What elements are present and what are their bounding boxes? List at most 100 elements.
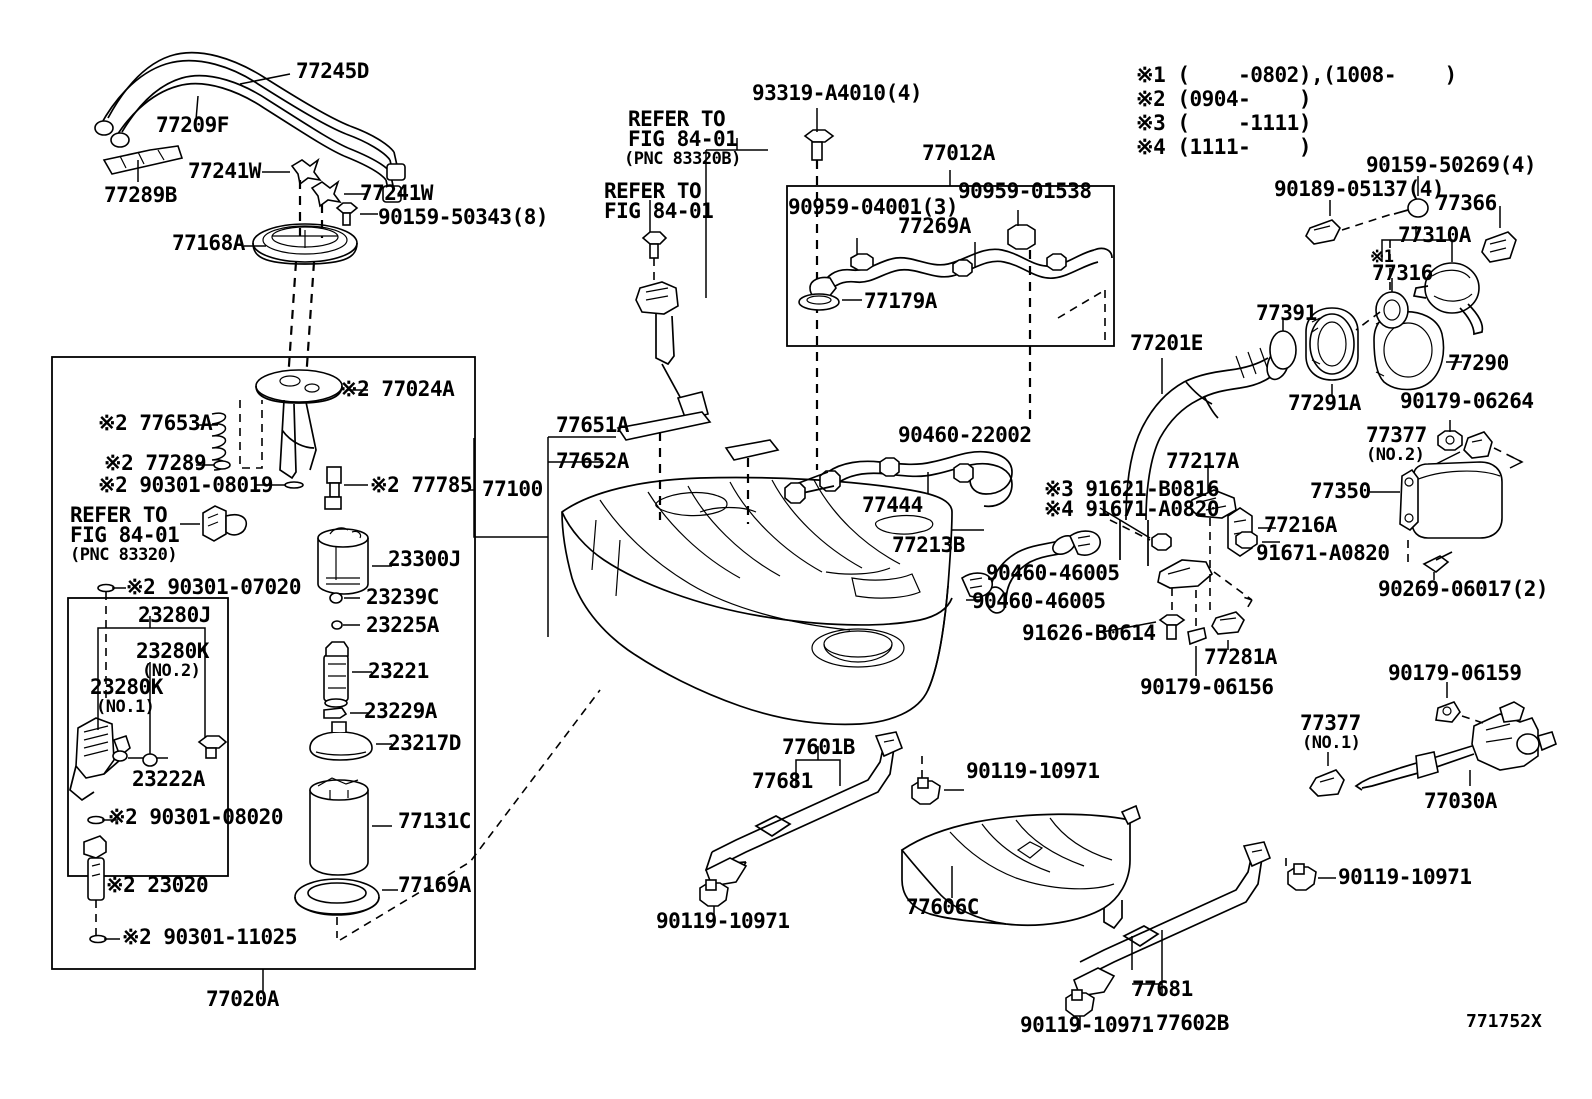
label-90179-06156: 90179-06156 [1140,675,1274,699]
diagram-code: 771752X [1466,1011,1542,1032]
label-90159-50343: 90159-50343(8) [378,205,549,229]
label-23221: 23221 [368,659,429,683]
label-90119-10971-b: 90119-10971 [656,909,790,933]
tank-strap-77602b-art [1072,841,1272,997]
label-77241w-upper: 77241W [188,159,261,183]
refer-part-83320-art [202,505,248,542]
label-23225a: 23225A [366,613,439,637]
label-x2-77024a: ※2 77024A [340,377,455,401]
label-23222a: 23222A [132,767,205,791]
label-23300j: 23300J [388,547,461,571]
label-77169a: 77169A [398,873,471,897]
fuel-tank-art [561,476,953,726]
label-77201e: 77201E [1130,331,1203,355]
label-77131c: 77131C [398,809,471,833]
label-90460-46005-upper: 90460-46005 [986,561,1120,585]
label-x3-91621-b0816: ※3 91621-B0816 [1044,477,1219,501]
label-x4-91671-a0820: ※4 91671-A0820 [1044,497,1219,521]
label-77289b: 77289B [104,183,177,207]
label-77366: 77366 [1436,191,1497,215]
retainer-ring-77168a-art [252,223,358,265]
fuel-pump-23221-art [323,641,349,708]
fuel-sender-23280k-art [69,717,131,802]
label-77377-no1: 77377 [1300,711,1361,735]
label-refer-fig84-01-b-line1: REFER TO [628,107,726,131]
label-23217d: 23217D [388,731,461,755]
label-90460-46005-lower: 90460-46005 [972,589,1106,613]
label-77681-upper: 77681 [752,769,813,793]
label-refer-fig84-01-b-pnc: (PNC 83320B) [624,149,741,169]
label-refer-fig84-01-a-line1: REFER TO [70,503,168,527]
label-90959-01538: 90959-01538 [958,179,1092,203]
label-90189-05137: 90189-05137(4) [1274,177,1445,201]
label-77020a: 77020A [206,987,279,1011]
sensor-23020-art [83,835,107,901]
label-refer-fig84-01-c-line2: FIG 84-01 [604,199,714,223]
label-90119-10971-d: 90119-10971 [1020,1013,1154,1037]
label-77651a: 77651A [556,413,629,437]
label-x2-90301-08019: ※2 90301-08019 [98,473,273,497]
label-77030a: 77030A [1424,789,1497,813]
label-refer-fig84-01-b-line2: FIG 84-01 [628,127,738,151]
label-x2-90301-07020: ※2 90301-07020 [126,575,301,599]
label-x2-77289: ※2 77289 [104,451,207,475]
label-77012a: 77012A [922,141,995,165]
label-77310a: 77310A [1398,223,1471,247]
label-90159-50269: 90159-50269(4) [1366,153,1537,177]
label-77168a: 77168A [172,231,245,255]
label-x2-77785: ※2 77785 [370,473,473,497]
label-77281a: 77281A [1204,645,1277,669]
label-77100: 77100 [482,477,543,501]
label-23239c: 23239C [366,585,439,609]
label-93319-a4010: 93319-A4010(4) [752,81,923,105]
label-77681-lower: 77681 [1132,977,1193,1001]
fuel-cap-77310a-art [1412,262,1484,336]
label-23280k-no1: 23280K [90,675,163,699]
filter-23217d-art [309,721,373,761]
label-refer-fig84-01-a-pnc: (PNC 83320) [70,545,178,565]
label-90179-06159: 90179-06159 [1388,661,1522,685]
fuel-pump-bracket-77024a-art [211,369,343,480]
label-77245d: 77245D [296,59,369,83]
fuel-hose-77213b-art [985,530,1101,614]
label-23229a: 23229A [364,699,437,723]
clamp-77785-art [324,466,342,510]
label-77316: 77316 [1372,261,1433,285]
bolt-90159-50343-art [335,202,359,226]
tank-strap-77601b-art [704,731,904,887]
label-77602b: 77602B [1156,1011,1229,1035]
fuel-lid-77350-art [1399,461,1503,539]
label-77217a: 77217A [1166,449,1239,473]
sender-gauge-upper-art [635,138,768,421]
note-2: ※2 (0904- ) [1136,87,1311,111]
label-90119-10971-a: 90119-10971 [966,759,1100,783]
label-x2-90301-11025: ※2 90301-11025 [122,925,297,949]
sender-gauge-box [67,597,229,877]
label-90119-10971-c: 90119-10971 [1338,865,1472,889]
vapor-hose-77269a-art [798,224,1113,311]
clip-77241w-art [290,157,342,208]
label-77179a: 77179A [864,289,937,313]
label-note-marker-x1: ※1 [1370,247,1394,267]
label-77350: 77350 [1310,479,1371,503]
filler-cap-housing-77291a-art [1305,307,1359,381]
brackets-art [1151,489,1258,646]
label-77213b: 77213B [892,533,965,557]
label-90269-06017: 90269-06017(2) [1378,577,1549,601]
label-91671-a0820: 91671-A0820 [1256,541,1390,565]
label-77377-no1-sub: (NO.1) [1302,733,1361,753]
label-23280j: 23280J [138,603,211,627]
label-91626-b0614: 91626-B0614 [1022,621,1156,645]
fuel-tube-assembly-art [94,51,406,203]
note-3: ※3 ( -1111) [1136,111,1311,135]
label-x2-23020: ※2 23020 [106,873,209,897]
heat-shield-77606c-art [900,804,1141,930]
label-90959-04001: 90959-04001(3) [788,195,959,219]
label-refer-fig84-01-c-line1: REFER TO [604,179,702,203]
note-1: ※1 ( -0802),(1008- ) [1136,63,1457,87]
label-77209f: 77209F [156,113,229,137]
label-refer-fig84-01-a-line2: FIG 84-01 [70,523,180,547]
label-x2-90301-08020: ※2 90301-08020 [108,805,283,829]
